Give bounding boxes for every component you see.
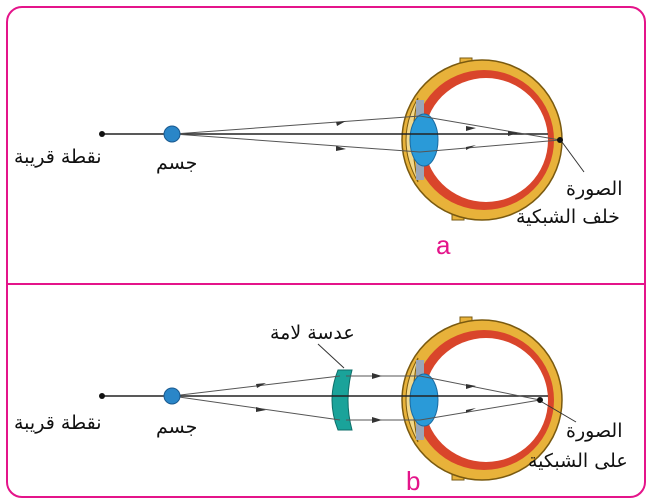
panel-b-image-label-line1: الصورة [566, 420, 623, 442]
panel-b-letter: b [406, 466, 420, 497]
panel-a-image-label-line1: الصورة [566, 178, 623, 200]
panel-a-eye [402, 58, 562, 220]
panel-b-object [164, 388, 180, 404]
panel-b-image-label-line2: على الشبكية [528, 450, 628, 472]
panel-b-object-label: جسم [156, 416, 197, 438]
panel-a-near-point [99, 131, 105, 137]
panel-b-near-point-label: نقطة قريبة [14, 412, 102, 434]
panel-a-object-label: جسم [156, 152, 197, 174]
panel-b-near-point [99, 393, 105, 399]
panel-a-near-point-label: نقطة قريبة [14, 146, 102, 168]
panel-a-image-label-line2: خلف الشبكية [516, 206, 620, 228]
panel-a-letter: a [436, 230, 450, 261]
panel-a-object [164, 126, 180, 142]
panel-b-lens-label: عدسة لامة [270, 322, 355, 344]
